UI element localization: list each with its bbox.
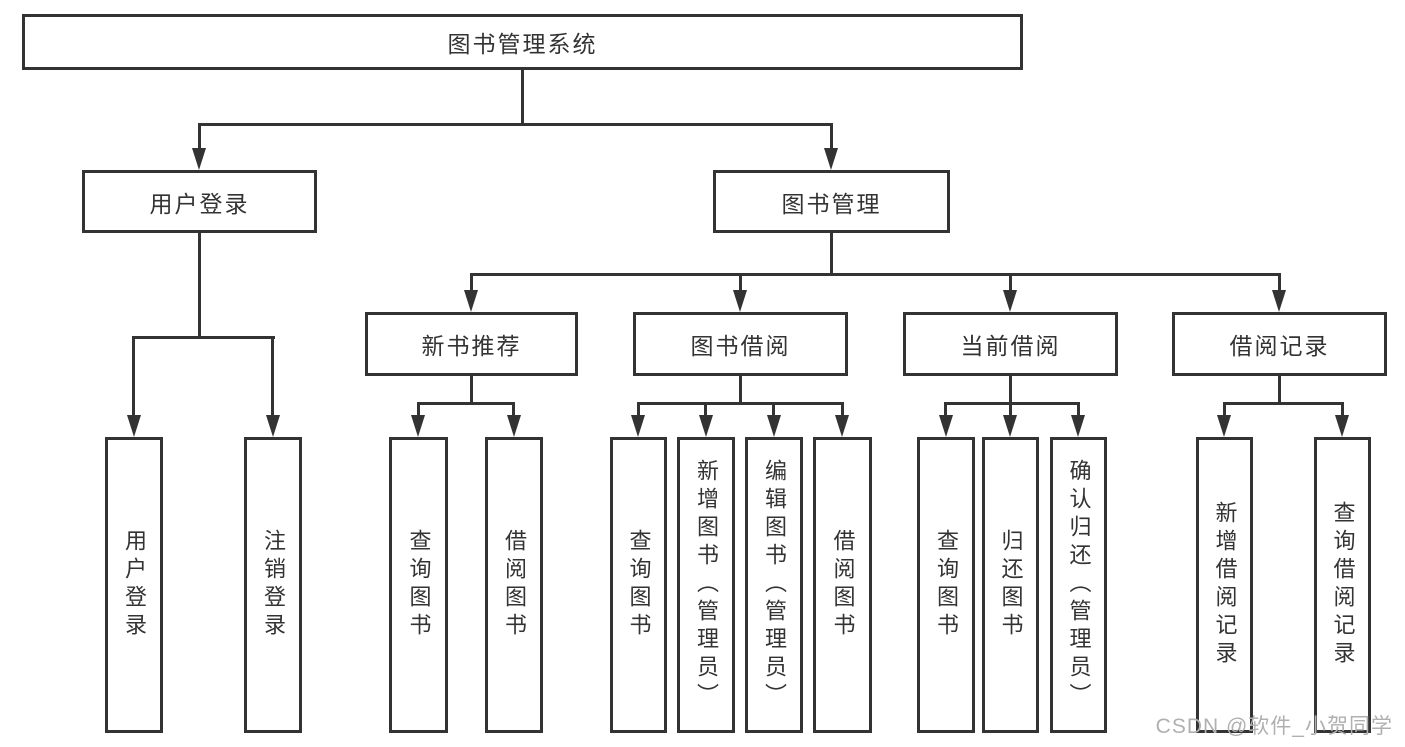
connector-line xyxy=(739,376,742,405)
arrowhead-down-icon xyxy=(464,290,478,312)
connector-line xyxy=(1278,376,1281,405)
arrowhead-down-icon xyxy=(1071,415,1085,437)
node-root: 图书管理系统 xyxy=(22,14,1023,70)
connector-line xyxy=(772,402,775,417)
connector-line xyxy=(470,273,473,292)
node-query-borrow-record: 查询借阅记录 xyxy=(1314,437,1371,733)
node-borrow-book-recommend: 借阅图书 xyxy=(485,437,543,733)
node-logout: 注销登录 xyxy=(244,437,302,733)
connector-line xyxy=(198,123,201,150)
arrowhead-down-icon xyxy=(411,415,425,437)
arrowhead-down-icon xyxy=(824,148,838,170)
connector-line xyxy=(521,70,524,123)
connector-line xyxy=(1009,376,1012,405)
node-user-login: 用户登录 xyxy=(82,170,317,233)
arrowhead-down-icon xyxy=(1272,290,1286,312)
node-user-login-leaf: 用户登录 xyxy=(105,437,163,733)
node-edit-book-admin: 编辑图书（管理员） xyxy=(745,437,803,733)
node-confirm-return-admin: 确认归还（管理员） xyxy=(1050,437,1107,733)
arrowhead-down-icon xyxy=(733,290,747,312)
connector-line xyxy=(1009,402,1012,417)
arrowhead-down-icon xyxy=(266,415,280,437)
arrowhead-down-icon xyxy=(835,415,849,437)
watermark-text: CSDN @软件_小贺同学 xyxy=(1155,715,1393,738)
connector-line xyxy=(841,402,844,417)
node-query-books-recommend: 查询图书 xyxy=(389,437,448,733)
arrowhead-down-icon xyxy=(699,415,713,437)
arrowhead-down-icon xyxy=(1003,415,1017,437)
node-add-borrow-record: 新增借阅记录 xyxy=(1196,437,1253,733)
connector-line xyxy=(637,402,844,405)
connector-line xyxy=(1077,402,1080,417)
arrowhead-down-icon xyxy=(631,415,645,437)
connector-line xyxy=(1009,273,1012,292)
connector-line xyxy=(704,402,707,417)
node-return-book: 归还图书 xyxy=(982,437,1039,733)
arrowhead-down-icon xyxy=(1335,415,1349,437)
connector-line xyxy=(739,273,742,292)
node-book-management: 图书管理 xyxy=(713,170,950,233)
connector-line xyxy=(417,402,420,417)
node-borrow-book: 借阅图书 xyxy=(813,437,872,733)
node-query-books-borrow: 查询图书 xyxy=(610,437,667,733)
node-book-borrow: 图书借阅 xyxy=(633,312,848,376)
connector-line xyxy=(132,336,275,339)
connector-line xyxy=(512,402,515,417)
connector-line xyxy=(271,336,274,417)
arrowhead-down-icon xyxy=(507,415,521,437)
node-current-borrow: 当前借阅 xyxy=(903,312,1118,376)
node-add-book-admin: 新增图书（管理员） xyxy=(677,437,735,733)
arrowhead-down-icon xyxy=(1217,415,1231,437)
connector-line xyxy=(1341,402,1344,417)
connector-line xyxy=(830,123,833,150)
connector-line xyxy=(198,233,201,339)
node-new-book-recommend: 新书推荐 xyxy=(365,312,578,376)
arrowhead-down-icon xyxy=(1003,290,1017,312)
node-query-books-current: 查询图书 xyxy=(917,437,975,733)
node-borrow-records: 借阅记录 xyxy=(1172,312,1387,376)
arrowhead-down-icon xyxy=(127,415,141,437)
arrowhead-down-icon xyxy=(192,148,206,170)
connector-line xyxy=(1278,273,1281,292)
connector-line xyxy=(417,402,515,405)
arrowhead-down-icon xyxy=(939,415,953,437)
connector-line xyxy=(637,402,640,417)
connector-line xyxy=(198,123,833,126)
arrowhead-down-icon xyxy=(767,415,781,437)
connector-line xyxy=(1223,402,1344,405)
connector-line xyxy=(944,402,1080,405)
connector-line xyxy=(470,376,473,405)
connector-line xyxy=(830,233,833,276)
connector-line xyxy=(470,273,1281,276)
connector-line xyxy=(944,402,947,417)
connector-line xyxy=(132,336,135,417)
connector-line xyxy=(1223,402,1226,417)
